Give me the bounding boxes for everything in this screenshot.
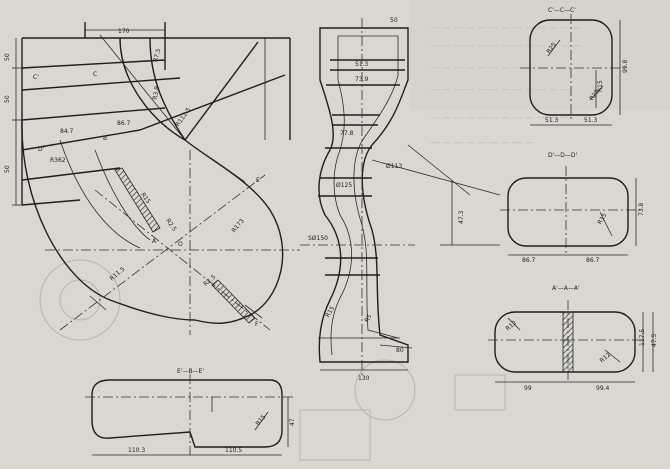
mark-f: F (255, 321, 259, 328)
section-aa: A'—A—A' 99 99.4 117.5 47.5 R12 R12 (488, 285, 658, 392)
sec-aa-h: 117.5 (639, 329, 646, 346)
dim-prof-base: 80 (396, 347, 404, 354)
mark-b: B (103, 135, 107, 142)
svg-text:— — — — — — — — —: — — — — — — — — — (430, 138, 534, 148)
sec-cc-w-right: 51.3 (584, 117, 598, 124)
mark-a: A (152, 238, 157, 245)
section-dd: D'—D—D' 86.7 86.7 73.8 R15 (500, 152, 645, 264)
section-cc-title: C'—C—C' (548, 7, 576, 14)
dim-prof-w2: 73.9 (355, 76, 369, 83)
svg-text:— — — — — — — — —: — — — — — — — — — (430, 63, 534, 73)
section-dd-outline (507, 177, 629, 247)
section-aa-title: A'—A—A' (552, 285, 580, 292)
dim-r-mid: R3.8 (152, 85, 161, 100)
dim-prof-label: Ø125 (336, 182, 352, 189)
dim-prof-bottom-r: R5 (363, 313, 373, 324)
sec-cc-h2: R15 (597, 80, 604, 92)
sec-dd-h: 73.8 (638, 202, 645, 216)
dim-prof-h1: 77.8 (340, 130, 354, 137)
profile-view: 50 51.3 73.9 77.8 Ø113 Ø125 47.3 SØ150 R… (300, 17, 501, 382)
section-bb-title: E'—B—E' (177, 368, 204, 375)
section-dd-title: D'—D—D' (548, 152, 578, 159)
dim-b: 86.7 (117, 120, 131, 127)
sec-bb-h: 47 (289, 418, 296, 426)
section-bb-outline (91, 379, 283, 448)
dim-prof-top: 50 (390, 17, 398, 24)
dim-prof-w1: 51.3 (355, 61, 369, 68)
svg-text:— — — — — — — — — — — — —: — — — — — — — — — — — — — (430, 23, 581, 33)
svg-text:— — — — — — — — — — — —: — — — — — — — — — — — — (430, 85, 569, 95)
dim-r-top: R7.5 (152, 48, 162, 63)
dim-prof-side: 47.3 (458, 210, 465, 224)
section-cc: C'—C—C' 51.3 51.3 99.8 R15 R25 R25 (520, 7, 629, 126)
hatched-section-a (114, 167, 161, 233)
mark-d: D' (38, 146, 45, 153)
dim-prof-h2: Ø113 (386, 163, 402, 170)
plan-view: 170 50 50 50 R7.5 R3.8 84.7 86.7 R362 R1… (4, 22, 300, 335)
dim-prof-bottom-w: 130 (358, 375, 370, 382)
dim-a: 84.7 (60, 128, 74, 135)
mark-o: O (178, 241, 183, 248)
sec-aa-w-right: 99.4 (596, 385, 610, 392)
sec-cc-w-left: 51.3 (545, 117, 559, 124)
mark-c-right: C (93, 71, 97, 78)
sec-aa-w-left: 99 (524, 385, 532, 392)
volute-outer-curve (21, 119, 196, 321)
sec-aa-h2: 47.5 (651, 333, 658, 347)
svg-text:— — — — — — — — — — — —: — — — — — — — — — — — — (430, 113, 569, 123)
volute-inner-curve (119, 37, 186, 141)
sec-bb-w-left: 110.3 (128, 447, 145, 454)
sec-dd-w-left: 86.7 (522, 257, 536, 264)
sec-dd-w-right: 86.7 (586, 257, 600, 264)
dim-c: R362 (50, 157, 66, 164)
mark-c-left: C' (33, 74, 39, 81)
dim-left-2: 50 (4, 95, 11, 103)
svg-text:— — — — — — — — — — — — —: — — — — — — — — — — — — — (430, 41, 581, 51)
dim-left-3: 50 (4, 165, 11, 173)
mark-e: E' (256, 177, 262, 184)
dim-top-width: 170 (118, 28, 130, 35)
dim-prof-mid: SØ150 (308, 235, 328, 242)
dim-left-1: 50 (4, 53, 11, 61)
hatched-section-b (211, 279, 256, 324)
sec-bb-w-right: 110.5 (225, 447, 242, 454)
sec-cc-h: 99.8 (622, 59, 629, 73)
